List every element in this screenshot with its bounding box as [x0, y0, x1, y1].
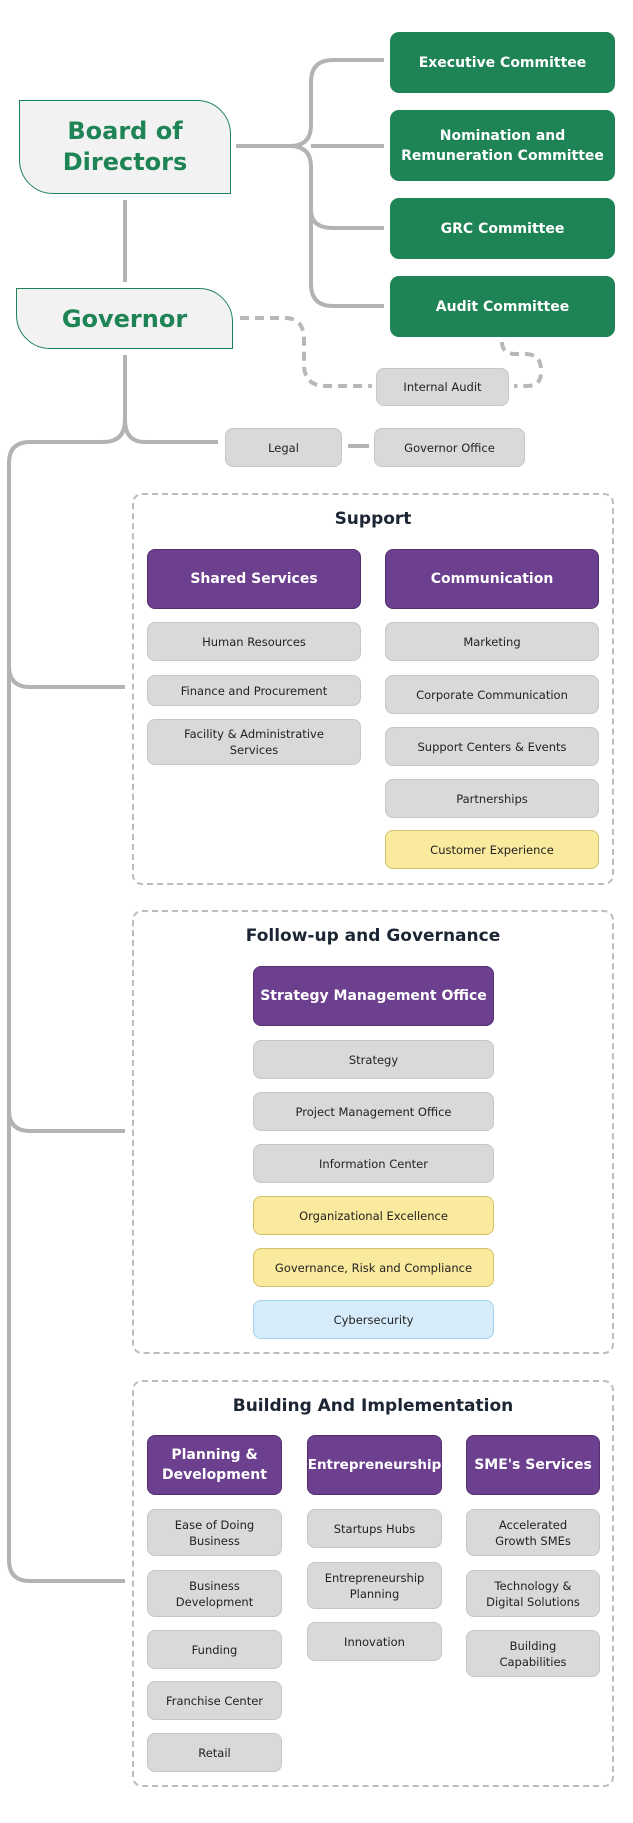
sme-services[interactable]: SME's Services: [466, 1435, 600, 1495]
governor-audit-dashed: [240, 316, 372, 388]
project-management-office[interactable]: Project Management Office: [253, 1092, 494, 1131]
internal-audit[interactable]: Internal Audit: [376, 368, 509, 406]
customer-experience[interactable]: Customer Experience: [385, 830, 599, 869]
organizational-excellence[interactable]: Organizational Excellence: [253, 1196, 494, 1235]
entrepreneurship-planning[interactable]: Entrepreneurship Planning: [307, 1562, 442, 1609]
executive-committee[interactable]: Executive Committee: [390, 32, 615, 93]
communication[interactable]: Communication: [385, 549, 599, 609]
audit-committee[interactable]: Audit Committee: [390, 276, 615, 337]
cybersecurity[interactable]: Cybersecurity: [253, 1300, 494, 1339]
followup-group: Follow-up and Governance: [132, 910, 614, 1354]
ease-of-doing-business[interactable]: Ease of Doing Business: [147, 1509, 282, 1556]
support-centers-events[interactable]: Support Centers & Events: [385, 727, 599, 766]
building-group: Building And Implementation: [132, 1380, 614, 1787]
shared-services[interactable]: Shared Services: [147, 549, 361, 609]
support-title: Support: [334, 509, 412, 529]
strategy[interactable]: Strategy: [253, 1040, 494, 1079]
building-title: Building And Implementation: [232, 1396, 514, 1416]
corporate-communication[interactable]: Corporate Communication: [385, 675, 599, 714]
entrepreneurship[interactable]: Entrepreneurship: [307, 1435, 442, 1495]
followup-title: Follow-up and Governance: [245, 926, 501, 946]
finance-procurement[interactable]: Finance and Procurement: [147, 675, 361, 706]
grc-committee[interactable]: GRC Committee: [390, 198, 615, 259]
technology-digital-solutions[interactable]: Technology & Digital Solutions: [466, 1570, 600, 1617]
information-center[interactable]: Information Center: [253, 1144, 494, 1183]
partnerships[interactable]: Partnerships: [385, 779, 599, 818]
franchise-center[interactable]: Franchise Center: [147, 1681, 282, 1720]
facility-admin[interactable]: Facility & Administrative Services: [147, 719, 361, 765]
nomination-committee[interactable]: Nomination and Remuneration Committee: [390, 110, 615, 181]
retail[interactable]: Retail: [147, 1733, 282, 1772]
board-committee-bracket: [236, 58, 384, 308]
startups-hubs[interactable]: Startups Hubs: [307, 1509, 442, 1548]
governor-trunk: [7, 355, 218, 1583]
governance-risk-compliance[interactable]: Governance, Risk and Compliance: [253, 1248, 494, 1287]
human-resources[interactable]: Human Resources: [147, 622, 361, 661]
building-capabilities[interactable]: Building Capabilities: [466, 1630, 600, 1677]
strategy-management-office[interactable]: Strategy Management Office: [253, 966, 494, 1026]
accelerated-growth-smes[interactable]: Accelerated Growth SMEs: [466, 1509, 600, 1556]
funding[interactable]: Funding: [147, 1630, 282, 1669]
support-group: Support: [132, 493, 614, 885]
governor-office[interactable]: Governor Office: [374, 428, 525, 467]
board-label: Board of Directors: [62, 117, 188, 176]
innovation[interactable]: Innovation: [307, 1622, 442, 1661]
marketing[interactable]: Marketing: [385, 622, 599, 661]
planning-development[interactable]: Planning & Development: [147, 1435, 282, 1495]
board-of-directors-node[interactable]: Board of Directors: [19, 100, 231, 194]
governor-node[interactable]: Governor: [16, 288, 233, 349]
governor-label: Governor: [61, 304, 188, 333]
business-development[interactable]: Business Development: [147, 1570, 282, 1617]
legal[interactable]: Legal: [225, 428, 342, 467]
